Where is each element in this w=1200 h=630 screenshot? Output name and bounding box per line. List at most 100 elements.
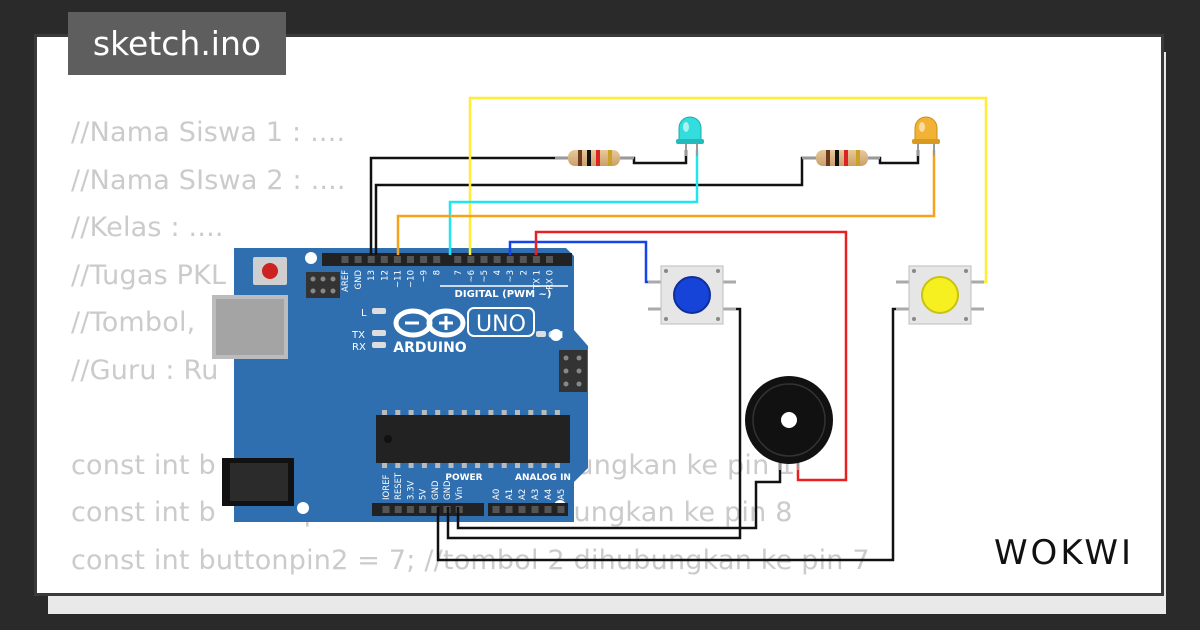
wire-cyan-pin8 xyxy=(448,150,699,255)
code-line: //Nama Siswa 1 : .... xyxy=(71,117,346,148)
analog-pin-label: A3 xyxy=(531,489,541,500)
analog-pin[interactable] xyxy=(531,506,539,513)
analog-header xyxy=(488,503,568,516)
push-button-blue[interactable] xyxy=(648,265,736,325)
analog-pin[interactable] xyxy=(557,506,565,513)
power-pin-label: 5V xyxy=(419,489,429,500)
header-pin[interactable] xyxy=(420,256,428,263)
code-line: //Guru : Ru xyxy=(71,354,219,386)
header-pin[interactable] xyxy=(506,256,514,263)
chip-pin xyxy=(421,410,427,415)
chip-pin xyxy=(461,463,467,468)
board-model-label: UNO xyxy=(476,312,526,337)
analog-pin[interactable] xyxy=(492,506,500,513)
header-pin[interactable] xyxy=(367,256,375,263)
mounting-hole xyxy=(305,252,317,264)
digital-pin-label: ~9 xyxy=(420,270,430,283)
analog-pin-label: A0 xyxy=(492,489,502,500)
chip-pin xyxy=(408,463,414,468)
header-pin[interactable] xyxy=(407,256,414,263)
digital-pin-label: ~5 xyxy=(480,270,490,283)
power-pin-label: IOREF xyxy=(382,475,392,500)
mounting-hole xyxy=(297,502,309,514)
digital-header-label: DIGITAL (PWM ~) xyxy=(455,289,552,300)
power-pin-label: GND xyxy=(431,480,441,500)
led-cyan[interactable] xyxy=(676,116,704,156)
chip-pin xyxy=(515,410,520,415)
header-pin[interactable] xyxy=(393,256,401,263)
analog-pin-label: A4 xyxy=(544,489,554,500)
analog-pin-label: A2 xyxy=(518,489,528,500)
header-pin[interactable] xyxy=(546,256,553,263)
icsp-header xyxy=(306,272,340,298)
digital-pin-label: ~11 xyxy=(393,270,403,288)
chip-pin xyxy=(488,463,494,468)
resistor-2[interactable] xyxy=(802,150,880,166)
digital-pin-label: 4 xyxy=(493,270,503,275)
header-pin[interactable] xyxy=(467,256,475,263)
analog-pin-label: A5 xyxy=(557,489,567,500)
led-orange[interactable] xyxy=(912,116,940,156)
header-pin[interactable] xyxy=(493,256,501,263)
power-pin[interactable] xyxy=(382,506,390,513)
arduino-logo-icon xyxy=(393,308,466,338)
wire-red-pin2 xyxy=(534,230,848,482)
chip-pin xyxy=(475,463,481,468)
header-pin[interactable] xyxy=(532,256,540,263)
digital-pin-label: 7 xyxy=(454,270,464,275)
l-led-label: L xyxy=(361,308,367,319)
chip-pin xyxy=(541,463,547,468)
chip-pin xyxy=(488,410,494,415)
chip-pin xyxy=(382,463,387,468)
icsp-header-right xyxy=(559,350,587,392)
power-pin[interactable] xyxy=(406,506,414,513)
wokwi-logo: WOKWI xyxy=(976,524,1152,580)
header-pin[interactable] xyxy=(519,256,527,263)
power-pin[interactable] xyxy=(431,506,439,513)
rx-led xyxy=(372,342,386,348)
power-pin[interactable] xyxy=(394,506,402,513)
digital-pin-label: GND xyxy=(354,270,364,290)
chip-pin xyxy=(461,410,467,415)
header-pin[interactable] xyxy=(433,256,441,263)
power-pin[interactable] xyxy=(419,506,427,513)
header-pin[interactable] xyxy=(354,256,362,263)
chip-pin xyxy=(382,410,387,415)
wire-gnd-buzzer xyxy=(456,462,782,530)
digital-pin-label: 12 xyxy=(380,270,390,281)
analog-pin[interactable] xyxy=(518,506,526,513)
chip-pin xyxy=(395,463,401,468)
header-pin[interactable] xyxy=(480,256,488,263)
mounting-hole xyxy=(550,329,562,341)
chip-pin xyxy=(435,410,441,415)
header-pin[interactable] xyxy=(380,256,388,263)
digital-pin-label: RX 0 xyxy=(546,270,556,290)
buzzer[interactable] xyxy=(745,376,833,470)
analog-pin-label: A1 xyxy=(505,489,515,500)
atmega-chip xyxy=(376,415,570,463)
wire-gnd-led2 xyxy=(374,156,818,255)
wire-orange-pin12 xyxy=(396,150,936,255)
power-pin-label: GND xyxy=(443,480,453,500)
analog-pin[interactable] xyxy=(505,506,513,513)
header-pin[interactable] xyxy=(454,256,462,263)
power-pin-label: 3.3V xyxy=(406,480,416,500)
header-pin[interactable] xyxy=(341,256,349,263)
project-file-title[interactable]: sketch.ino xyxy=(68,12,286,75)
rx-led-label: RX xyxy=(352,342,366,353)
digital-pin-label: 2 xyxy=(519,270,529,275)
code-line: //Nama SIswa 2 : .... xyxy=(71,164,346,196)
code-line: //Kelas : .... xyxy=(71,212,224,243)
push-button-yellow[interactable] xyxy=(896,265,984,325)
chip-pin xyxy=(515,463,520,468)
code-editor-text: //Nama Siswa 1 : .... //Nama SIswa 2 : ..… xyxy=(71,109,870,593)
reset-button[interactable] xyxy=(262,263,278,279)
chip-pin xyxy=(448,463,454,468)
chip-pin xyxy=(395,410,401,415)
chip-pin xyxy=(528,463,534,468)
resistor-1[interactable] xyxy=(555,150,634,166)
analog-pin[interactable] xyxy=(544,506,552,513)
chip-pin xyxy=(435,463,441,468)
